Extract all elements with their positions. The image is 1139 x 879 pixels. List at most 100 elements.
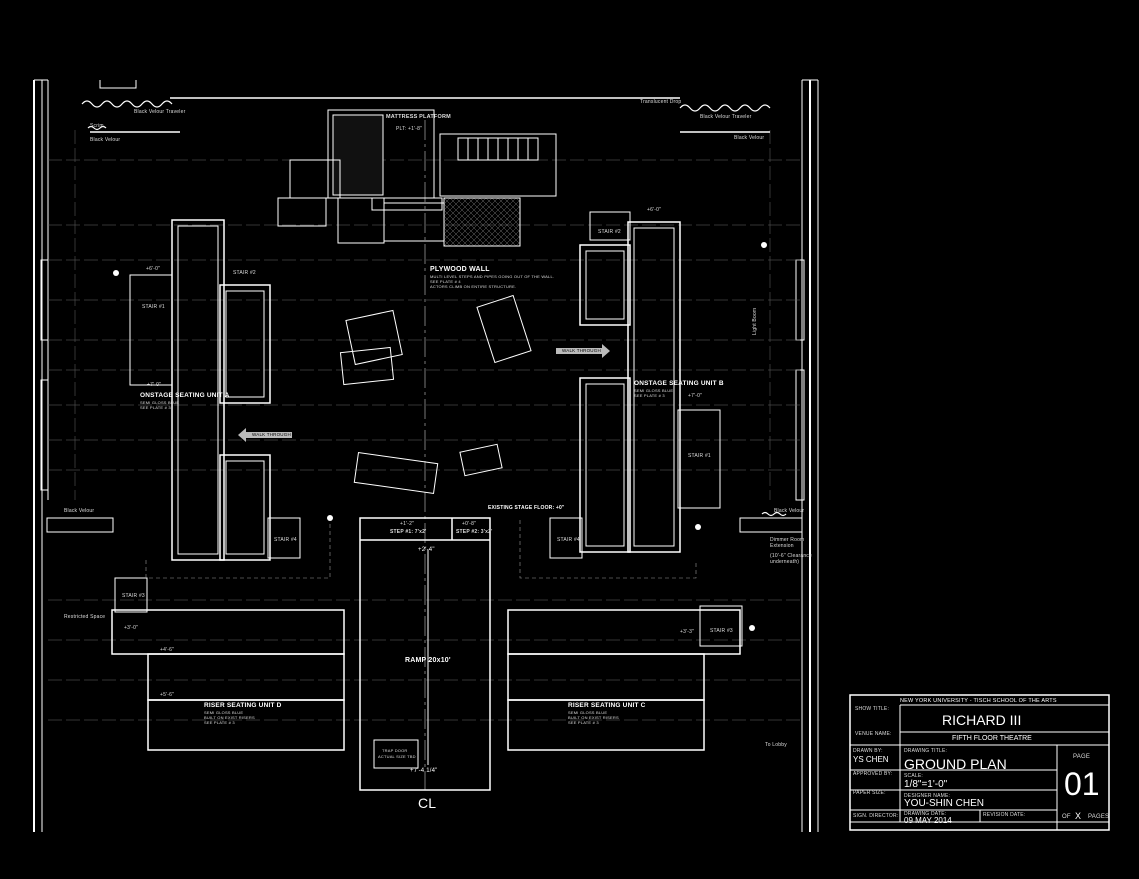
building-walls — [33, 79, 819, 832]
label-to-lobby: To Lobby — [765, 742, 787, 748]
tb-approved-label: APPROVED BY: — [853, 771, 893, 777]
label-clearance: (10'-6" Clearance — [770, 553, 812, 559]
tb-school: NEW YORK UNIVERSITY - TISCH SCHOOL OF TH… — [900, 698, 1057, 704]
label-stair-4-left: STAIR #4 — [274, 537, 297, 543]
label-riser-unit-d: RISER SEATING UNIT D — [204, 702, 282, 709]
label-trap-door: TRAP DOOR — [382, 748, 408, 753]
label-trap-door-size: ACTUAL SIZE TBD — [378, 754, 416, 759]
label-stair-1-right: STAIR #1 — [688, 453, 711, 459]
label-black-velour-mid-left: Black Velour — [64, 508, 95, 514]
tb-revision-label: REVISION DATE: — [983, 812, 1026, 818]
label-mattress-platform: MATTRESS PLATFORM — [386, 114, 451, 120]
label-riser-d-note1: SEMI GLOSS BLUE — [204, 710, 244, 715]
label-clearance-2: underneath) — [770, 559, 800, 565]
label-walk-through-left: WALK THROUGH — [252, 432, 291, 437]
label-riser-unit-c: RISER SEATING UNIT C — [568, 702, 646, 709]
label-elev-6-0-left: +6'-0" — [146, 266, 161, 272]
label-dimmer-extension: Extension — [770, 543, 794, 549]
label-riser-c-note3: SEE PLATE # 3 — [568, 720, 599, 725]
label-light-boom: Light Boom — [752, 307, 758, 335]
tb-pages-label: PAGES — [1088, 814, 1110, 820]
tb-venue: FIFTH FLOOR THEATRE — [952, 735, 1032, 742]
label-black-velour-traveler-right: Black Velour Traveler — [700, 114, 752, 120]
label-onstage-b-note2: SEE PLATE # 3 — [634, 393, 665, 398]
label-onstage-a-note2: SEE PLATE # 3 — [140, 405, 171, 410]
tb-date: 09 MAY 2014 — [904, 816, 952, 825]
label-elev-7-0-left: +7'-0" — [147, 382, 162, 388]
label-elev-7-0-right: +7'-0" — [688, 393, 703, 399]
light-positions — [113, 242, 767, 631]
label-elev-3-3: +3'-3" — [680, 629, 695, 635]
label-onstage-unit-b: ONSTAGE SEATING UNIT B — [634, 380, 724, 387]
tb-designer: YOU-SHIN CHEN — [904, 798, 985, 809]
label-riser-d-note3: SEE PLATE # 3 — [204, 720, 235, 725]
label-existing-stage-floor: EXISTING STAGE FLOOR: +0" — [488, 505, 565, 511]
label-elev-5-6: +5'-6" — [160, 692, 175, 698]
label-ramp-bottom: +7'-4 1/4" — [410, 768, 438, 774]
label-plywood-wall: PLYWOOD WALL — [430, 266, 490, 273]
label-black-velour-right: Black Velour — [734, 135, 765, 141]
tb-drawing-title: GROUND PLAN — [904, 756, 1007, 772]
audience-outline — [145, 520, 697, 579]
tb-paper-label: PAPER SIZE: — [853, 790, 886, 796]
label-step-2: STEP #2: 3'x2' — [456, 529, 493, 535]
onstage-seating-unit-a — [129, 219, 301, 561]
label-step-1: STEP #1: 7'x2' — [390, 529, 427, 535]
tb-designer-label: DESIGNER NAME: — [904, 793, 951, 799]
floating-platforms — [339, 294, 532, 494]
onstage-seating-unit-b — [549, 211, 721, 559]
label-restricted-space: Restricted Space — [64, 614, 106, 620]
label-riser-c-note2: BUILT ON EXIST RISERS — [568, 715, 619, 720]
drapes — [81, 97, 787, 517]
tb-venue-label: VENUE NAME: — [855, 731, 892, 737]
label-dimmer-room: Dimmer Room — [770, 537, 805, 543]
label-mattress-elev: PLT: +1'-8" — [396, 126, 423, 132]
tb-of-value: X — [1075, 811, 1082, 821]
label-translucent-drop: Translucent Drop — [640, 99, 682, 105]
tb-date-label: DRAWING DATE: — [904, 811, 947, 817]
tb-show-title: RICHARD III — [942, 712, 1022, 728]
grid-lines — [48, 130, 800, 721]
label-stair-4-right: STAIR #4 — [557, 537, 580, 543]
tb-page-number: 01 — [1064, 766, 1100, 802]
riser-seating-units — [111, 577, 743, 751]
tb-of-label: OF — [1062, 814, 1071, 820]
label-elev-6-0-right: +6'-0" — [647, 207, 662, 213]
tb-scale-label: SCALE: — [904, 773, 923, 779]
label-stair-2-right: STAIR #2 — [598, 229, 621, 235]
title-block-frame — [849, 694, 1110, 831]
label-step-1-elev: +1'-2" — [400, 521, 415, 527]
label-plywood-note2: SEE PLATE # 4 — [430, 279, 461, 284]
label-ramp: RAMP 20x10' — [405, 657, 451, 664]
label-plywood-note1: MULTI LEVEL STEPS AND PIPES GOING OUT OF… — [430, 274, 555, 279]
label-ramp-top: +2'-4" — [418, 547, 435, 553]
label-step-2-elev: +0'-8" — [462, 521, 477, 527]
label-riser-d-note2: BUILT ON EXIST RISERS — [204, 715, 255, 720]
tb-scale: 1/8"=1'-0" — [904, 779, 948, 790]
label-elev-3-0: +3'-0" — [124, 625, 139, 631]
tb-drawing-title-label: DRAWING TITLE: — [904, 748, 948, 754]
label-riser-c-note1: SEMI GLOSS BLUE — [568, 710, 608, 715]
label-stair-3-left: STAIR #3 — [122, 593, 145, 599]
label-stair-2-left: STAIR #2 — [233, 270, 256, 276]
label-black-velour-left: Black Velour — [90, 137, 121, 143]
label-onstage-unit-a: ONSTAGE SEATING UNIT A — [140, 392, 230, 399]
tb-director-label: SIGN. DIRECTOR: — [853, 813, 899, 819]
label-onstage-a-note1: SEMI GLOSS BLUE — [140, 400, 180, 405]
tb-show-title-label: SHOW TITLE: — [855, 706, 890, 712]
mattress-platform — [277, 109, 557, 247]
label-black-velour-mid-right: Black Velour — [774, 508, 805, 514]
label-scrim: Scrim — [90, 123, 104, 129]
label-elev-4-6: +4'-6" — [160, 647, 175, 653]
label-black-velour-traveler-left: Black Velour Traveler — [134, 109, 186, 115]
ramp — [359, 517, 491, 791]
label-onstage-b-note1: SEMI GLOSS BLUE — [634, 388, 674, 393]
label-plywood-note3: ACTORS CLIMB ON ENTIRE STRUCTURE. — [430, 284, 517, 289]
tb-drawn-by: YS CHEN — [853, 755, 889, 764]
walk-through-arrows — [238, 344, 610, 442]
label-centerline: CL — [418, 795, 437, 811]
tb-page-label: PAGE — [1073, 754, 1091, 760]
label-stair-1-left: STAIR #1 — [142, 304, 165, 310]
label-stair-3-right: STAIR #3 — [710, 628, 733, 634]
